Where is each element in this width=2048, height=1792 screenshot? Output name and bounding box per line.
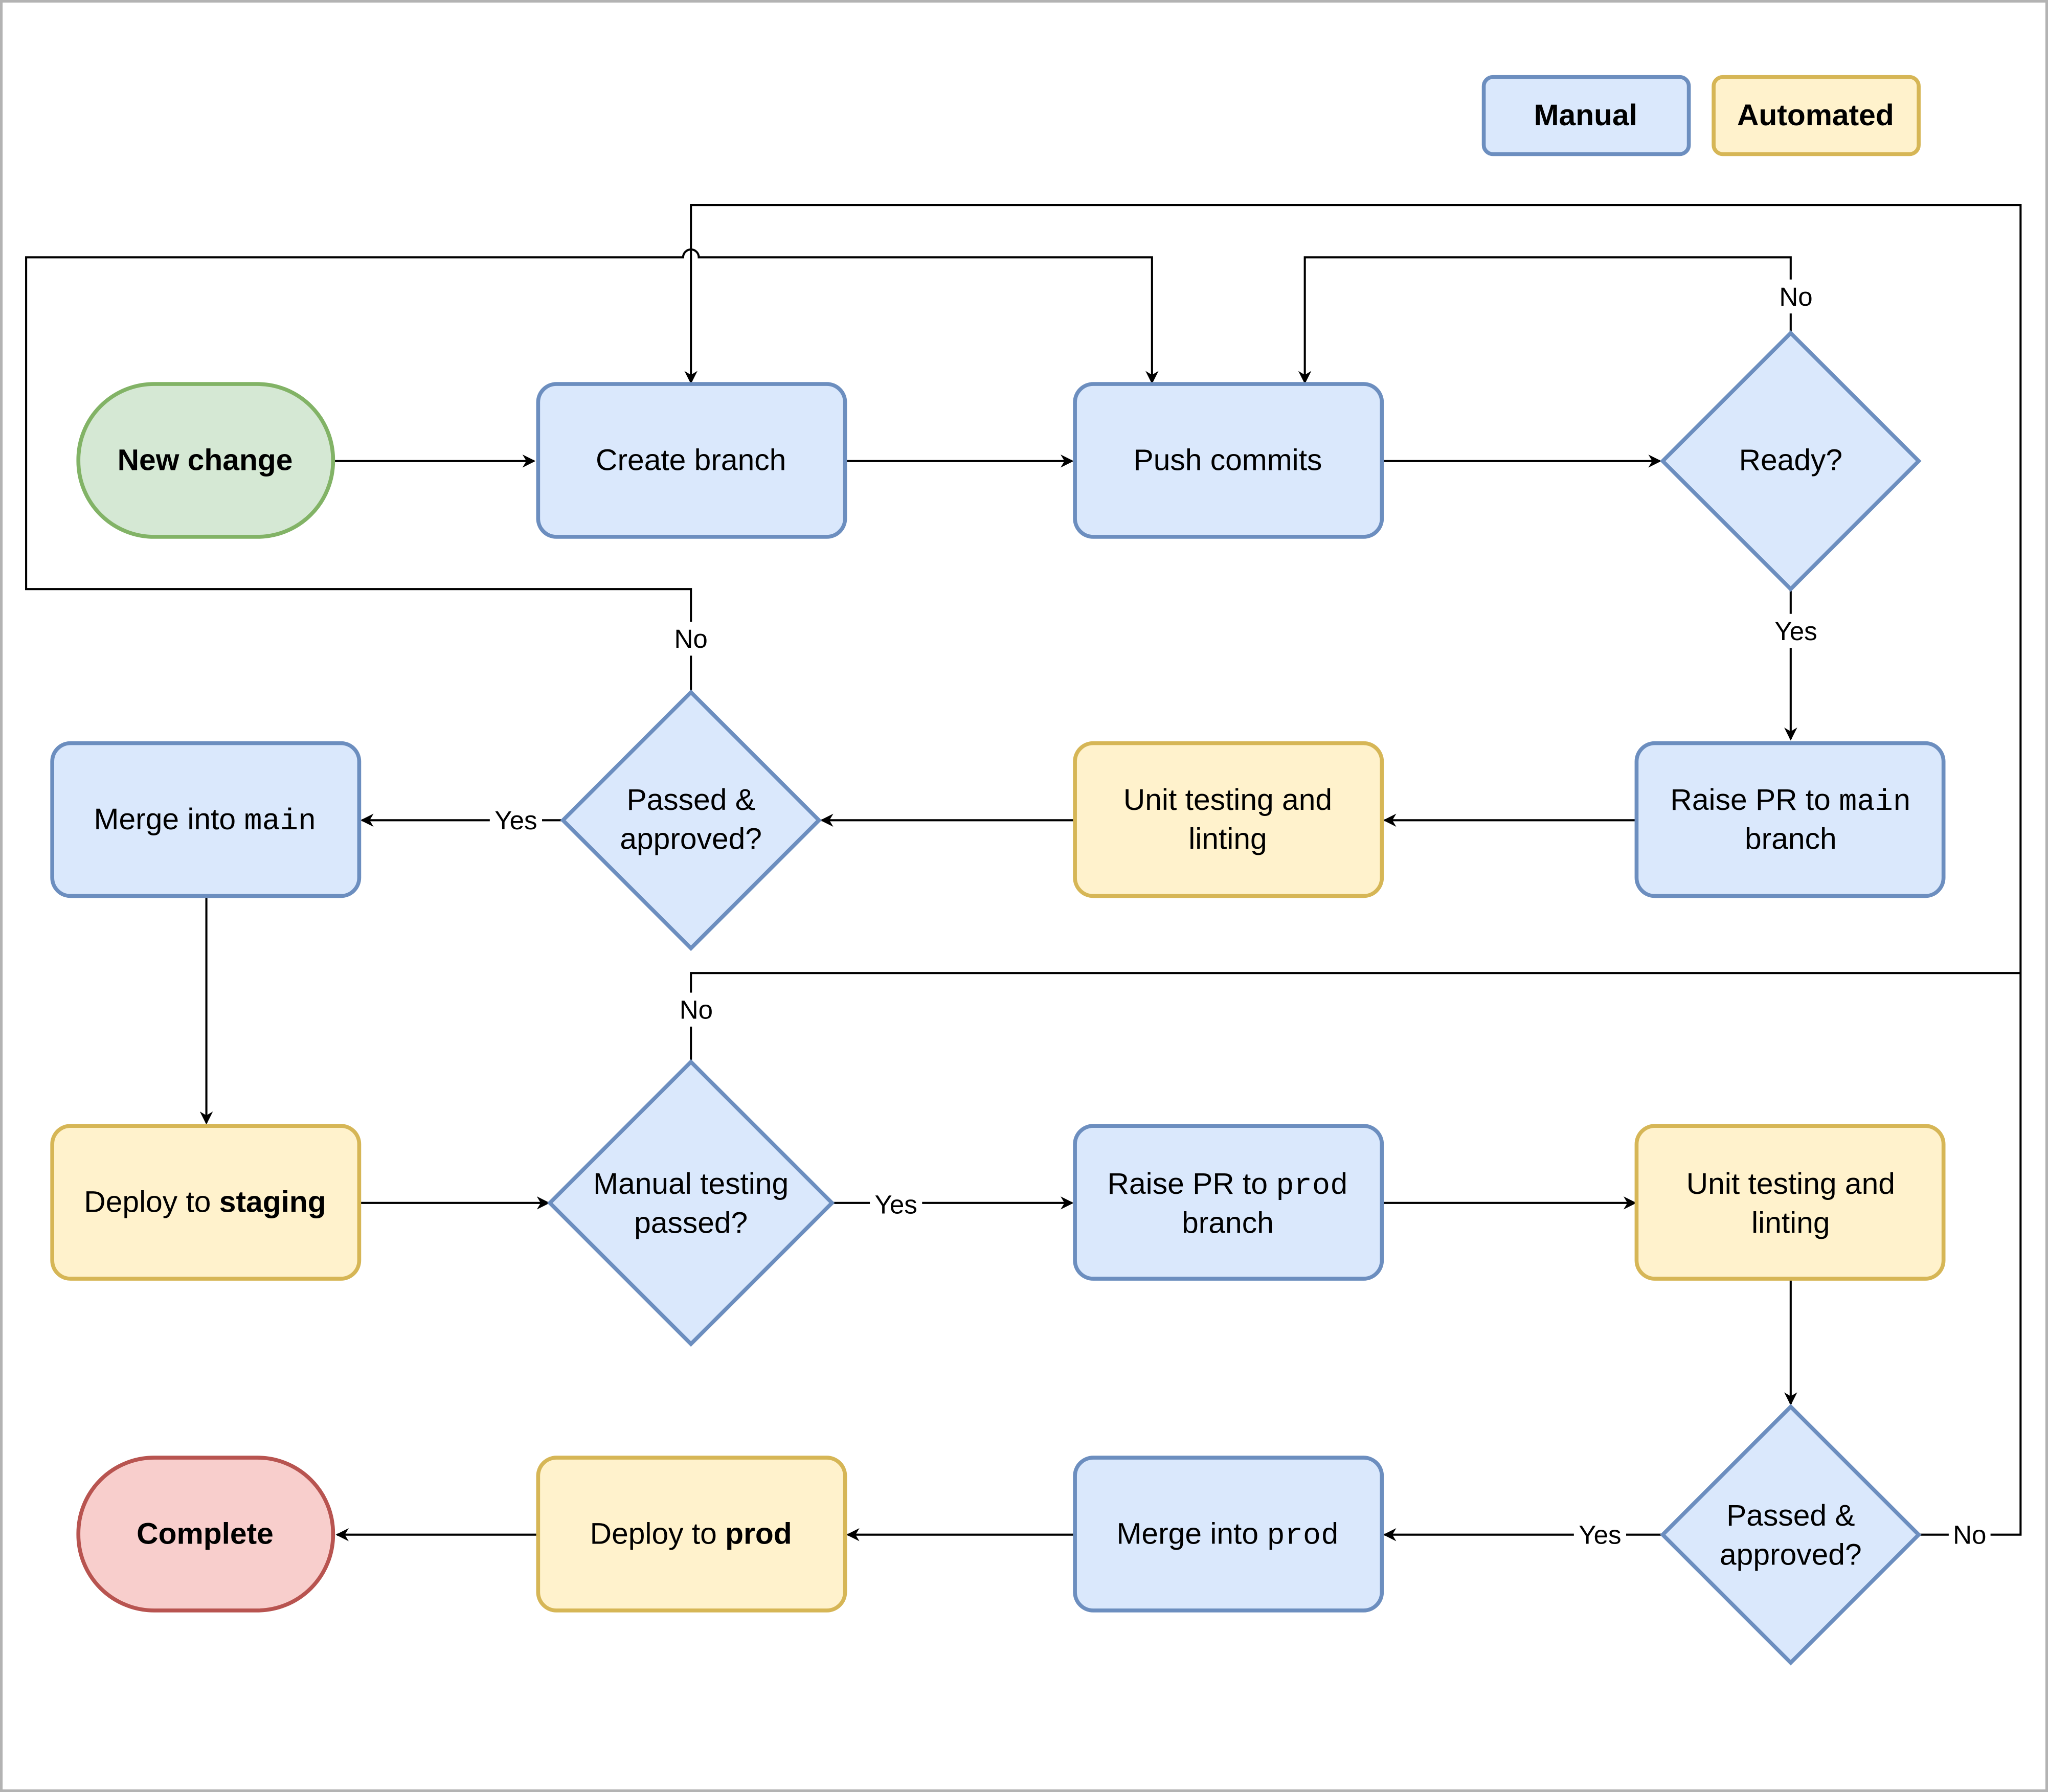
node-raise-pr-main-line2: branch [1745, 823, 1837, 856]
node-unit-testing-2-line1: Unit testing and [1686, 1167, 1895, 1200]
node-passed-approved-1-line1: Passed & [626, 783, 755, 816]
label-manual-testing-no-text: No [680, 995, 713, 1025]
label-passed-approved-1-no: No [667, 622, 715, 656]
label-passed-approved-1-yes: Yes [489, 803, 542, 837]
node-raise-pr-main-line1: Raise PR to main [1670, 783, 1911, 819]
node-unit-testing-1-line2: linting [1188, 823, 1267, 856]
legend-manual-label: Manual [1534, 99, 1637, 132]
node-new-change-label: New change [118, 444, 293, 477]
node-passed-approved-2-line2: approved? [1720, 1538, 1862, 1571]
label-ready-no: No [1771, 279, 1813, 314]
label-ready-yes-text: Yes [1774, 617, 1817, 646]
node-merge-main-label: Merge into main [94, 803, 317, 838]
node-unit-testing-1: Unit testing and linting [1073, 741, 1384, 898]
node-deploy-staging-label: Deploy to staging [84, 1186, 326, 1219]
node-complete: Complete [76, 1456, 335, 1613]
node-manual-testing-decision: Manual testing passed? [547, 1059, 835, 1347]
node-unit-testing-2: Unit testing and linting [1634, 1124, 1946, 1281]
node-new-change: New change [76, 382, 335, 539]
node-passed-approved-1-line2: approved? [620, 823, 762, 856]
label-passed-approved-1-yes-text: Yes [494, 806, 537, 835]
node-ready-label: Ready? [1739, 444, 1842, 477]
label-passed-approved-1-no-text: No [674, 624, 708, 653]
node-manual-testing-line1: Manual testing [593, 1167, 789, 1200]
node-create-branch: Create branch [536, 382, 847, 539]
label-ready-no-text: No [1779, 282, 1812, 311]
label-manual-testing-yes: Yes [870, 1187, 922, 1221]
legend-manual: Manual [1481, 75, 1691, 156]
node-create-branch-label: Create branch [596, 444, 786, 477]
edge-manual-testing-no [690, 972, 2021, 1062]
node-push-commits-label: Push commits [1134, 444, 1322, 477]
node-unit-testing-2-line2: linting [1751, 1207, 1830, 1240]
label-passed-approved-2-yes: Yes [1573, 1517, 1626, 1552]
node-deploy-prod: Deploy to prod [536, 1456, 847, 1613]
node-passed-approved-2-line1: Passed & [1726, 1499, 1855, 1532]
legend: Manual Automated [1481, 75, 1921, 156]
edge-labels: No Yes No Yes No Yes Yes No [489, 279, 1991, 1552]
legend-automated-label: Automated [1737, 99, 1894, 132]
label-manual-testing-yes-text: Yes [875, 1190, 917, 1219]
node-merge-prod: Merge into prod [1073, 1456, 1384, 1613]
edge-passed-approved-no-to-push-commits [25, 248, 1159, 691]
node-push-commits: Push commits [1073, 382, 1384, 539]
nodes: New change Create branch Push commits Re… [50, 330, 1946, 1666]
legend-automated: Automated [1712, 75, 1921, 156]
node-unit-testing-1-line1: Unit testing and [1123, 783, 1332, 816]
node-raise-pr-prod: Raise PR to prod branch [1073, 1124, 1384, 1281]
node-merge-main: Merge into main [50, 741, 362, 898]
label-passed-approved-2-no-text: No [1953, 1521, 1986, 1550]
node-manual-testing-line2: passed? [634, 1207, 748, 1240]
node-raise-pr-main: Raise PR to main branch [1634, 741, 1946, 898]
label-ready-yes: Yes [1768, 614, 1821, 648]
node-raise-pr-prod-line2: branch [1182, 1207, 1274, 1240]
label-passed-approved-2-no: No [1948, 1517, 1991, 1552]
node-raise-pr-prod-line1: Raise PR to prod [1108, 1167, 1348, 1203]
node-passed-approved-1-decision: Passed & approved? [560, 689, 822, 951]
node-complete-label: Complete [137, 1517, 274, 1551]
node-deploy-prod-label: Deploy to prod [590, 1517, 792, 1551]
node-merge-prod-label: Merge into prod [1117, 1517, 1339, 1553]
node-passed-approved-2-decision: Passed & approved? [1660, 1403, 1922, 1666]
node-ready-decision: Ready? [1660, 330, 1922, 592]
label-passed-approved-2-yes-text: Yes [1579, 1521, 1621, 1550]
edges [25, 204, 2022, 1541]
node-deploy-staging: Deploy to staging [50, 1124, 362, 1281]
label-manual-testing-no: No [672, 992, 720, 1027]
